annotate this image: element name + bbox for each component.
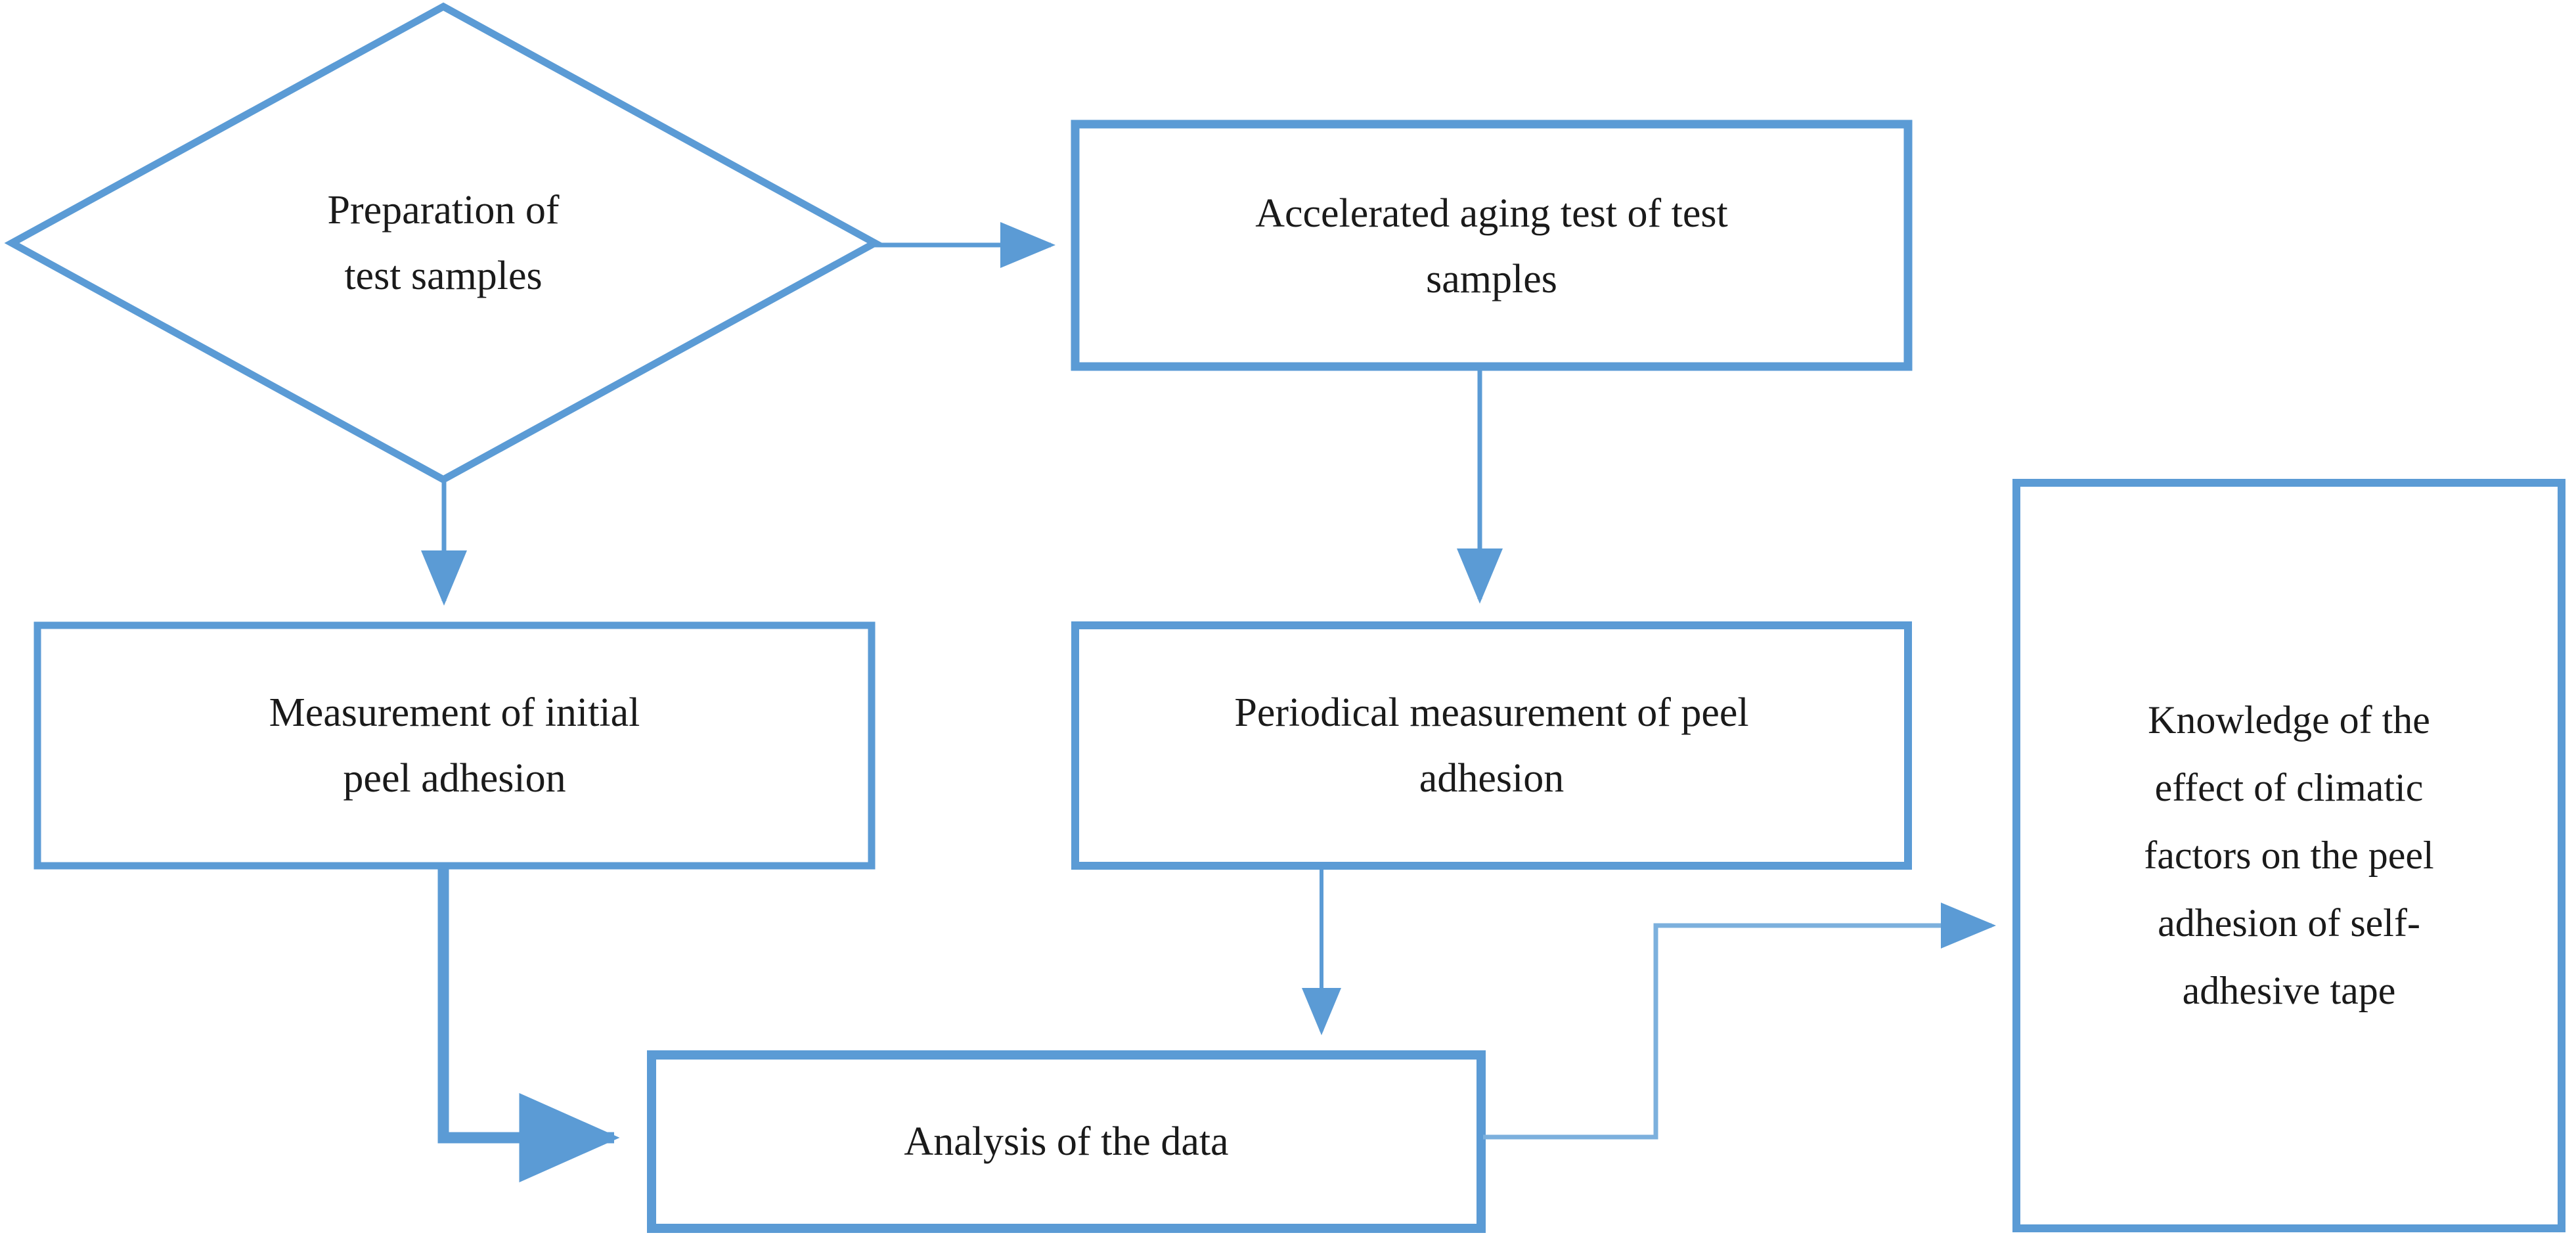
edge-analysis-to-knowledge — [1483, 903, 1996, 1140]
node-accelerated-aging-shape[interactable] — [1071, 120, 1913, 371]
node-analysis-shape[interactable] — [647, 1050, 1486, 1233]
node-initial-measurement-shape[interactable] — [33, 621, 876, 870]
node-periodical-measurement-shape[interactable] — [1071, 621, 1912, 870]
node-knowledge-shape[interactable] — [2012, 479, 2565, 1232]
node-preparation-shape[interactable] — [4, 2, 883, 484]
edge-initial-to-analysis — [437, 868, 620, 1182]
